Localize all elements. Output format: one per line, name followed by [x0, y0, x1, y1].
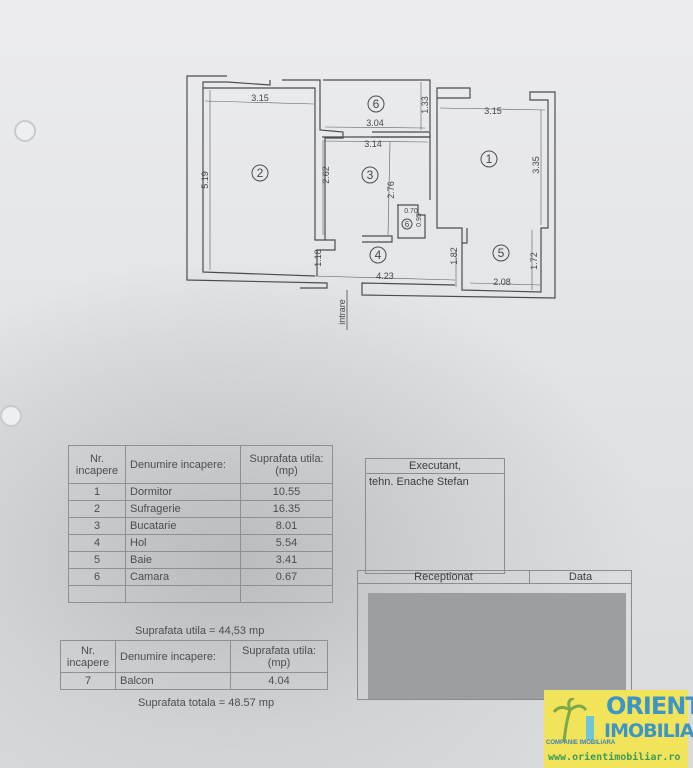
logo-line2: IMOBILIAR — [604, 720, 693, 742]
dimension: 3.14 — [364, 139, 382, 149]
dimension: 0.70 — [404, 208, 418, 215]
entrance-label: intrare — [337, 299, 347, 325]
logo-tagline: COMPANIE IMOBILIARA — [546, 740, 616, 746]
palm-tree-icon — [552, 698, 594, 742]
header-name: Denumire incapere: — [125, 445, 241, 484]
dimension: 1.82 — [449, 247, 459, 265]
cell: 4 — [68, 534, 126, 552]
executant-box: Executant, tehn. Enache Stefan — [365, 458, 505, 574]
data-label: Data — [568, 571, 593, 583]
logo-url: www.orientimobiliar.ro — [548, 752, 681, 763]
room-label-5: 5 — [498, 246, 505, 260]
punch-hole — [0, 405, 22, 427]
executant-title: Executant, — [366, 459, 504, 474]
cell: 1 — [68, 483, 126, 501]
dimension: 0.95 — [416, 213, 423, 227]
cell: Dormitor — [125, 483, 241, 501]
cell: Sufragerie — [125, 500, 241, 518]
dimension: 4.23 — [376, 271, 394, 281]
header-name: Denumire incapere: — [115, 640, 231, 673]
cell: Bucatarie — [125, 517, 241, 535]
header-area: Suprafata utila: (mp) — [230, 640, 328, 673]
room-label-3: 3 — [367, 168, 374, 182]
header-nr: Nr. incapere — [68, 445, 126, 484]
dimension: 1.18 — [313, 249, 323, 267]
cell: 3 — [68, 517, 126, 535]
dimension: 3.04 — [366, 118, 384, 128]
table-row — [68, 585, 333, 603]
room-label-4: 4 — [375, 248, 382, 262]
cell: Balcon — [115, 672, 231, 690]
cell: 2 — [68, 500, 126, 518]
cell: 6 — [68, 568, 126, 586]
cell: 16.35 — [240, 500, 333, 518]
total-area-summary: Suprafata totala = 48.57 mp — [138, 697, 275, 709]
dimension: 1.33 — [420, 96, 430, 114]
cell: 7 — [60, 672, 116, 690]
cell: 5 — [68, 551, 126, 569]
punch-hole — [14, 120, 36, 142]
dimension: 5.19 — [200, 171, 210, 189]
dimension: 1.72 — [529, 252, 539, 270]
dimension: 3.35 — [531, 156, 541, 174]
room-label-6b: 6 — [405, 220, 410, 229]
dimension: 2.76 — [386, 181, 396, 199]
header-area: Suprafata utila: (mp) — [240, 445, 333, 484]
cell: 10.55 — [240, 483, 333, 501]
cell: 8.01 — [240, 517, 333, 535]
orient-imobiliar-logo: ORIENT IMOBILIAR COMPANIE IMOBILIARA www… — [544, 690, 693, 768]
cell: 3.41 — [240, 551, 333, 569]
floor-plan: 2 6 3 1 4 5 6 3.15 5.19 3.04 1.33 3.14 2… — [186, 75, 556, 330]
room-label-2: 2 — [257, 166, 264, 180]
logo-line1: ORIENT — [606, 692, 693, 720]
dimension: 2.08 — [493, 277, 511, 287]
header-nr: Nr. incapere — [60, 640, 116, 673]
dimension: 3.15 — [251, 93, 269, 103]
cell: 4.04 — [230, 672, 328, 690]
cell: 5.54 — [240, 534, 333, 552]
cell: Camara — [125, 568, 241, 586]
redacted-area — [368, 593, 626, 699]
dimension: 3.15 — [484, 106, 502, 116]
cell: Baie — [125, 551, 241, 569]
cell: Hol — [125, 534, 241, 552]
reception-box: Receptionat Data — [357, 570, 632, 700]
executant-name: tehn. Enache Stefan — [369, 476, 469, 488]
receptionat-label: Receptionat — [358, 571, 530, 583]
dimension: 2.62 — [321, 166, 331, 184]
room-label-1: 1 — [486, 152, 493, 166]
useful-area-summary: Suprafata utila = 44,53 mp — [135, 625, 265, 637]
room-label-6: 6 — [373, 97, 380, 111]
cell: 0.67 — [240, 568, 333, 586]
